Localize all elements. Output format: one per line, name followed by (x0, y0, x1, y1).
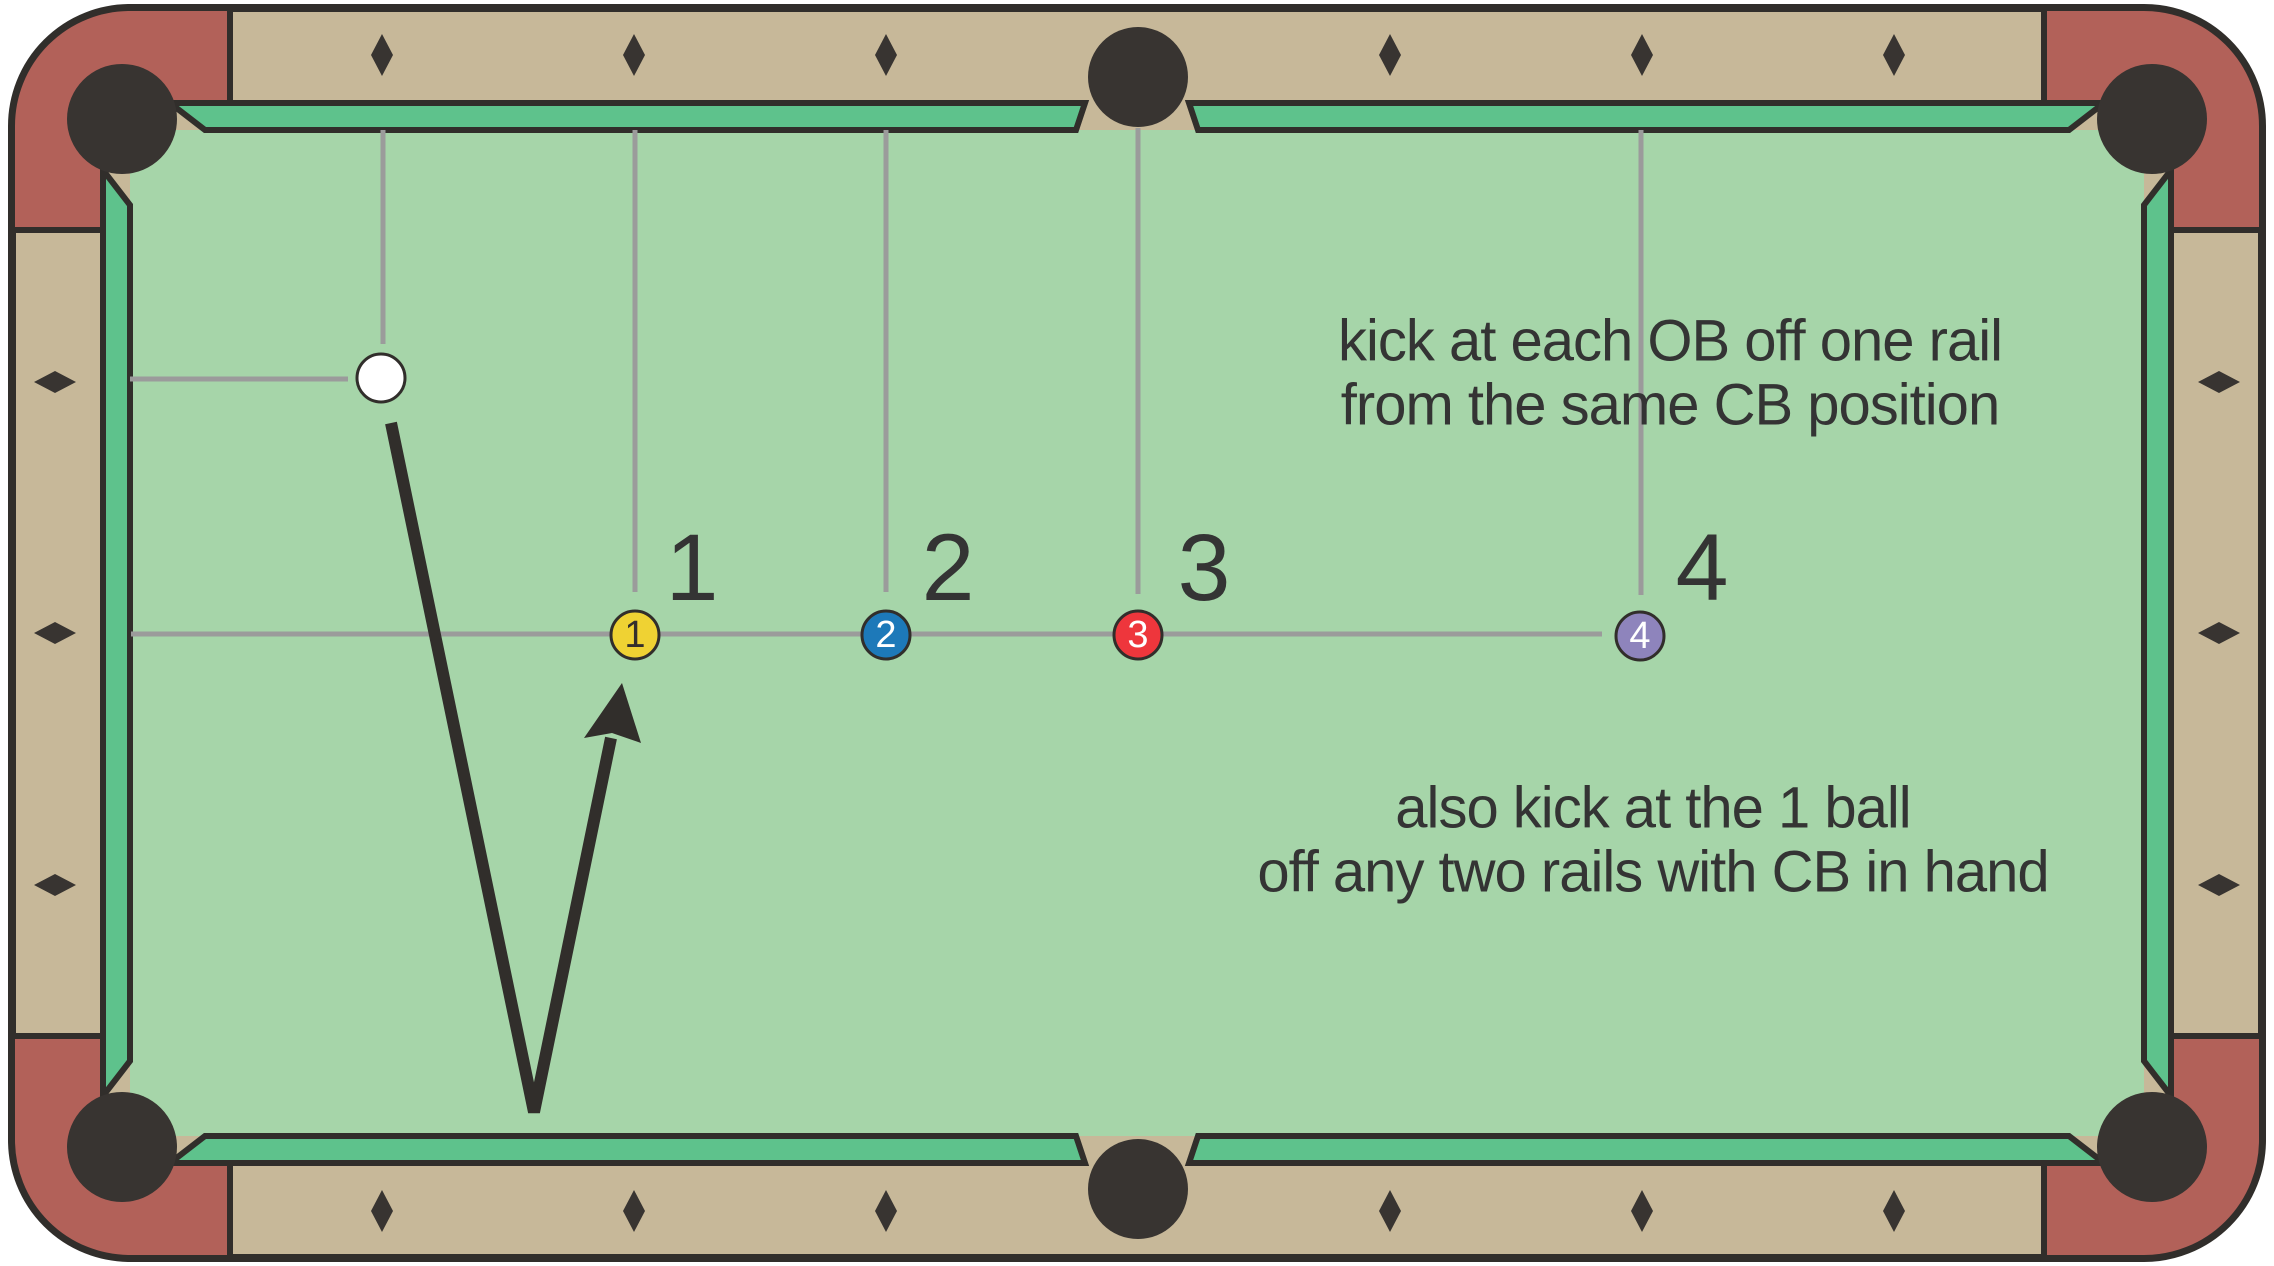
diamond-marker (1883, 1190, 1905, 1232)
annotation-one-rail-line-2: from the same CB position (1341, 373, 1999, 438)
diamond-marker (371, 34, 393, 76)
position-labels: 1 2 3 4 (666, 515, 1729, 621)
diamond-marker (1379, 1190, 1401, 1232)
corner-cap-bottom-left (9, 1033, 233, 1261)
corner-pocket-top-right (2097, 64, 2207, 174)
corner-cap-top-right (2041, 5, 2265, 233)
diamond-marker (2198, 371, 2240, 393)
diamond-marker (34, 371, 76, 393)
diamond-marker (2198, 622, 2240, 644)
diamond-marker (1379, 34, 1401, 76)
diamond-marker (623, 1190, 645, 1232)
cushion-bottom-right (1184, 1133, 2113, 1166)
position-label-2: 2 (922, 515, 975, 621)
kick-path-shaft (385, 421, 617, 1114)
object-ball-3 (1112, 609, 1164, 661)
annotation-one-rail-line-1: kick at each OB off one rail (1338, 309, 2002, 374)
diamond-marker (34, 622, 76, 644)
diamond-marker (875, 34, 897, 76)
rail-diamonds (34, 34, 2240, 1232)
object-ball-1 (609, 609, 661, 661)
position-label-4: 4 (1676, 515, 1729, 621)
cue-ball (355, 352, 407, 404)
balls (355, 352, 1666, 662)
cushion-top-left (161, 100, 1090, 133)
corner-pocket-top-left (67, 64, 177, 174)
annotation-two-rails-line-2: off any two rails with CB in hand (1257, 840, 2048, 905)
diamond-marker (623, 34, 645, 76)
ball-numbers: 1 2 3 4 (624, 614, 1650, 657)
corner-pocket-bottom-right (2097, 1092, 2207, 1202)
side-pocket-bottom (1088, 1139, 1188, 1239)
position-label-3: 3 (1178, 515, 1231, 621)
ball-1-number: 1 (624, 614, 645, 656)
corner-cap-bottom-right (2041, 1033, 2265, 1261)
annotations: kick at each OB off one rail from the sa… (1257, 309, 2049, 905)
cushion-top-right (1184, 100, 2113, 133)
kick-path (385, 421, 641, 1114)
kick-path-arrowhead (584, 683, 641, 743)
diamond-marker (34, 874, 76, 896)
corner-caps (9, 5, 2265, 1261)
cushion-left (100, 161, 133, 1105)
diamond-marker (371, 1190, 393, 1232)
ball-2-number: 2 (875, 614, 896, 656)
diamond-marker (875, 1190, 897, 1232)
cushions (100, 100, 2174, 1166)
ball-4-number: 4 (1629, 615, 1650, 657)
pockets (67, 27, 2207, 1239)
object-ball-2 (860, 609, 912, 661)
diamond-marker (1883, 34, 1905, 76)
annotation-two-rails-line-1: also kick at the 1 ball (1395, 776, 1910, 841)
corner-cap-top-left (9, 5, 233, 233)
diamond-marker (1631, 1190, 1653, 1232)
cushion-right (2141, 161, 2174, 1105)
ball-3-number: 3 (1127, 614, 1148, 656)
diamond-marker (1631, 34, 1653, 76)
side-pocket-top (1088, 27, 1188, 127)
diamond-marker (2198, 874, 2240, 896)
cushion-bottom-left (161, 1133, 1090, 1166)
corner-pocket-bottom-left (67, 1092, 177, 1202)
object-ball-4 (1614, 610, 1666, 662)
position-label-1: 1 (666, 515, 719, 621)
